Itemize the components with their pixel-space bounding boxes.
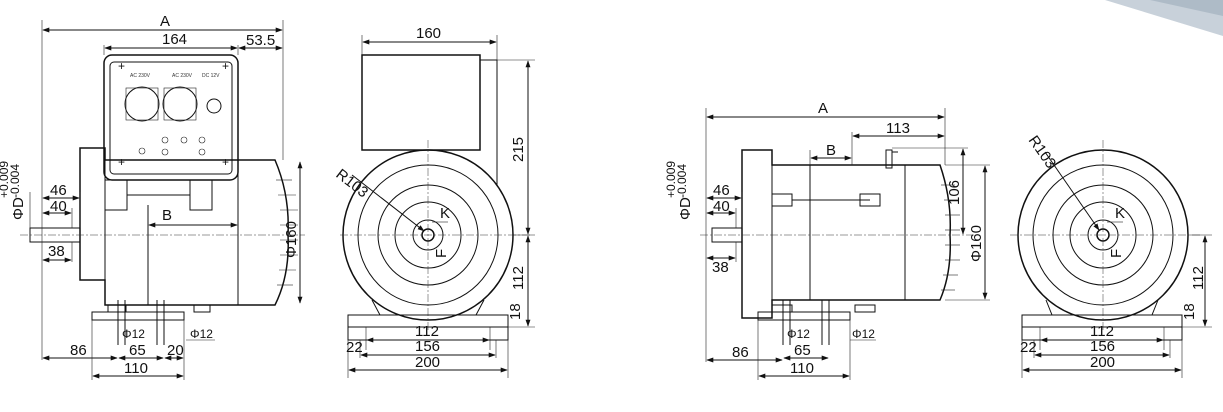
svg-text:+: + <box>118 59 125 73</box>
left-side-view: + + + + AC 230V AC 230V DC 12V A 164 53.… <box>0 13 305 380</box>
dim-end2-22: 22 <box>1020 339 1037 356</box>
dim-end2-200: 200 <box>1090 354 1115 371</box>
right-side-view: A 113 B 106 Φ160 ΦD +0.009 -0.004 46 40 … <box>664 100 990 380</box>
dim-left-phi12a: Φ12 <box>122 327 145 341</box>
dim-left-20: 20 <box>167 342 184 359</box>
dim-right-40: 40 <box>713 198 730 215</box>
svg-text:+: + <box>118 155 125 169</box>
dim-left-tol-up: +0.009 <box>0 161 11 198</box>
dim-left-A: A <box>160 13 170 30</box>
dim-right-phiD: ΦD <box>677 197 694 220</box>
dim-end1-156: 156 <box>415 338 440 355</box>
dim-right-B: B <box>826 142 836 159</box>
dim-end1-200: 200 <box>415 354 440 371</box>
dim-left-phi160: Φ160 <box>283 221 300 258</box>
dim-end1-215: 215 <box>510 137 527 162</box>
dim-right-106: 106 <box>946 180 963 205</box>
dim-end1-160: 160 <box>416 25 441 42</box>
dim-right-phi160: Φ160 <box>968 225 985 262</box>
dim-end2-112v: 112 <box>1190 266 1207 290</box>
dim-left-tol-dn: -0.004 <box>8 164 22 198</box>
dim-end2-156: 156 <box>1090 338 1115 355</box>
dim-left-46: 46 <box>50 182 67 199</box>
dim-left-86: 86 <box>70 342 87 359</box>
svg-text:+: + <box>222 59 229 73</box>
dim-end1-K: K <box>440 205 450 222</box>
dim-right-tol-dn: -0.004 <box>675 164 689 198</box>
dim-left-38: 38 <box>48 243 65 260</box>
panel-label-c: DC 12V <box>202 73 220 79</box>
dim-right-46: 46 <box>713 182 730 199</box>
dim-end1-18: 18 <box>507 303 524 320</box>
right-end-view: R103 K F 112 18 112 156 200 22 <box>1010 133 1212 378</box>
dim-end1-22: 22 <box>346 339 363 356</box>
dim-right-65: 65 <box>794 342 811 359</box>
left-end-view: 160 215 112 18 R103 K F 112 156 200 22 <box>333 25 535 378</box>
dim-right-38: 38 <box>712 259 729 276</box>
dim-left-65: 65 <box>129 342 146 359</box>
dim-end2-112: 112 <box>1090 323 1114 340</box>
dim-left-164: 164 <box>162 31 187 48</box>
corner-decoration <box>1105 0 1223 36</box>
dim-end2-F: F <box>1108 249 1125 258</box>
dim-end2-18: 18 <box>1181 303 1198 320</box>
dim-left-phi12b: Φ12 <box>190 327 213 341</box>
dim-right-phi12a: Φ12 <box>787 327 810 341</box>
dim-right-86: 86 <box>732 344 749 361</box>
dim-right-tol-up: +0.009 <box>664 161 678 198</box>
dim-end1-112v: 112 <box>510 266 527 290</box>
dim-end1-F: F <box>433 249 450 258</box>
dim-left-phiD: ΦD <box>10 197 27 220</box>
dim-end2-K: K <box>1115 205 1125 222</box>
dim-end1-112: 112 <box>415 323 439 340</box>
dim-right-A: A <box>818 100 828 117</box>
dim-left-B: B <box>162 207 172 224</box>
panel-label-a: AC 230V <box>130 73 151 79</box>
panel-label-b: AC 230V <box>172 73 193 79</box>
dim-left-110: 110 <box>124 360 148 377</box>
dim-left-40: 40 <box>50 198 67 215</box>
dim-left-53-5: 53.5 <box>246 32 275 49</box>
svg-text:+: + <box>222 155 229 169</box>
dim-right-110: 110 <box>790 360 814 377</box>
dim-right-113: 113 <box>886 120 910 137</box>
dim-right-phi12b: Φ12 <box>852 327 875 341</box>
